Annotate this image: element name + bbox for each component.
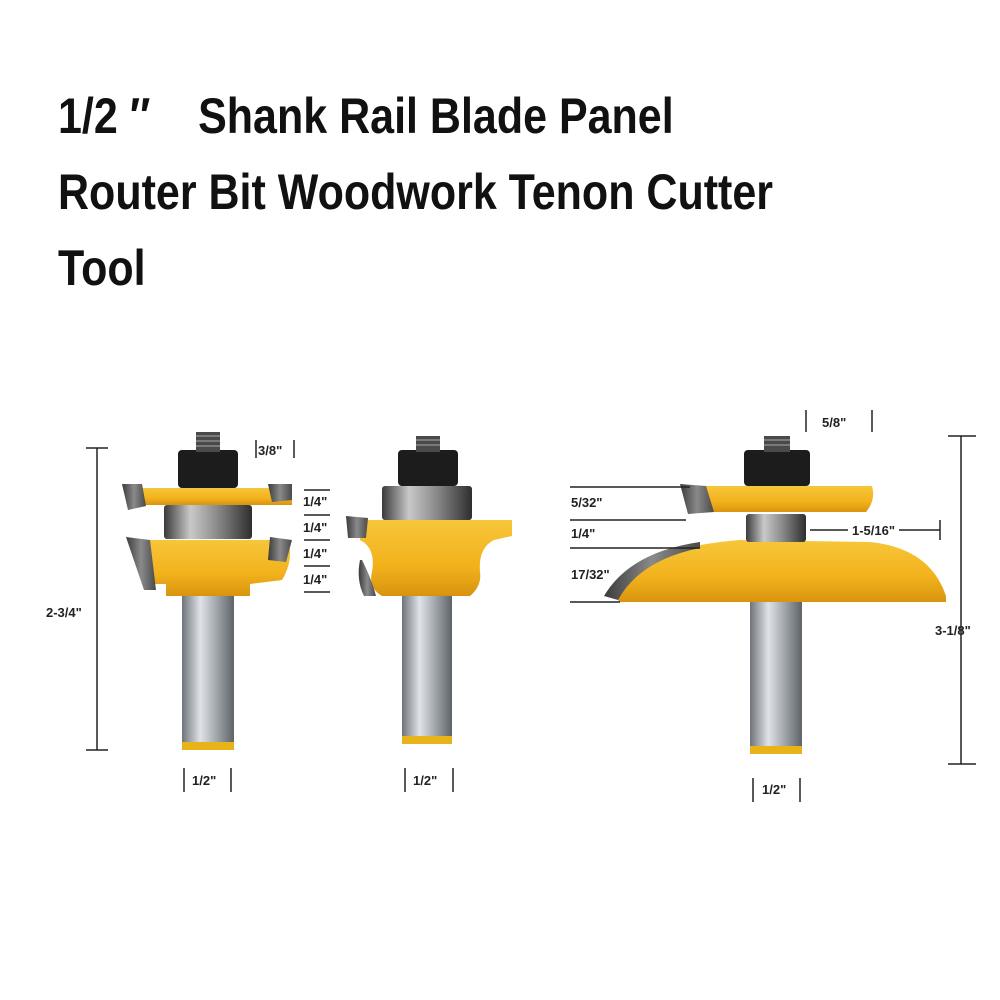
bit-1-height-dimension: 2-3/4" xyxy=(46,605,82,620)
bit-3-top-dimension: 5/8" xyxy=(822,415,847,430)
bit-3-panel-cutter xyxy=(610,540,946,602)
bit-2-nut xyxy=(398,450,458,486)
bit-2-shank-dimension: 1/2" xyxy=(413,773,438,788)
bit-2-shank xyxy=(402,580,452,740)
title-line-1: 1/2 ″ Shank Rail Blade Panel xyxy=(58,88,674,144)
dimension-lines xyxy=(86,410,976,802)
page-title: 1/2 ″ Shank Rail Blade Panel Router Bit … xyxy=(58,78,958,306)
bit-3-bearing-dimension: 1/4" xyxy=(571,526,596,541)
bit-1-upper-cutter xyxy=(132,488,292,505)
bit-3-shank xyxy=(750,600,802,750)
title-line-3: Tool xyxy=(58,240,146,296)
bit-1-stack-dim-3: 1/4" xyxy=(303,546,328,561)
bit-1-shank xyxy=(182,585,234,747)
bit-1-shank-dimension: 1/2" xyxy=(192,773,217,788)
bit-1-stack-dim-1: 1/4" xyxy=(303,494,328,509)
bit-3-upper-cutter xyxy=(700,486,874,512)
bit-1 xyxy=(122,432,292,750)
bit-1-lower-cutter xyxy=(138,540,290,596)
bit-3-diameter-dimension: 1-5/16" xyxy=(848,523,900,538)
bit-3 xyxy=(604,436,946,754)
bit-3-height-dimension: 3-1/8" xyxy=(935,623,971,638)
bit-2-bearing xyxy=(382,486,472,520)
bit-1-stack-dim-2: 1/4" xyxy=(303,520,328,535)
bit-1-nut xyxy=(178,450,238,488)
bit-3-upper-cutter-dimension: 5/32" xyxy=(571,495,603,510)
bit-3-bearing xyxy=(746,514,806,542)
bit-1-bearing xyxy=(164,505,252,539)
bit-3-lower-cutter-dimension: 17/32" xyxy=(571,567,610,582)
bit-3-nut xyxy=(744,450,810,486)
bit-2 xyxy=(346,436,512,744)
bit-1-nut-dimension: 3/8" xyxy=(258,443,283,458)
bit-3-shank-dimension: 1/2" xyxy=(762,782,787,797)
bit-2-cutter xyxy=(360,520,512,596)
bit-1-stack-dim-4: 1/4" xyxy=(303,572,328,587)
title-line-2: Router Bit Woodwork Tenon Cutter xyxy=(58,164,774,220)
